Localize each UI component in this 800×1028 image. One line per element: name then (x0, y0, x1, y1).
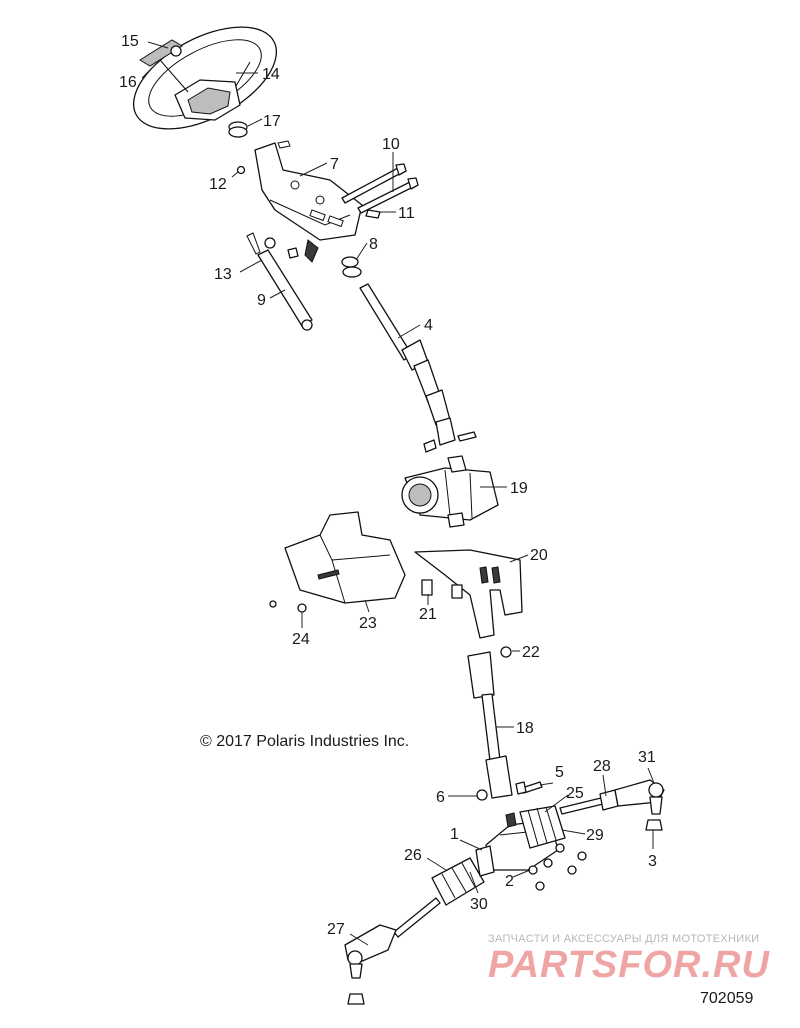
callout-10: 10 (382, 136, 400, 153)
callout-11: 11 (398, 205, 415, 222)
callout-14: 14 (262, 66, 280, 83)
castle-nut-left[interactable] (347, 993, 365, 1005)
bolt-washer[interactable] (365, 209, 381, 219)
shaft-bolt[interactable] (423, 431, 477, 453)
steering-column-bracket[interactable] (254, 142, 363, 263)
callout-20: 20 (530, 547, 548, 564)
gas-strut[interactable] (246, 232, 313, 331)
callout-2: 2 (505, 873, 514, 890)
long-bolt[interactable] (341, 163, 419, 214)
watermark-subtitle: ЗАПЧАСТИ И АКСЕССУАРЫ ДЛЯ МОТОТЕХНИКИ (488, 933, 760, 945)
rack-boot-right[interactable] (519, 805, 566, 849)
callout-31: 31 (638, 749, 656, 766)
callout-6: 6 (436, 789, 445, 806)
callout-7: 7 (330, 156, 339, 173)
callout-16: 16 (119, 74, 137, 91)
callout-18: 18 (516, 720, 534, 737)
callout-29: 29 (586, 827, 604, 844)
strut-fitting[interactable] (264, 237, 299, 259)
mount-bolt[interactable] (421, 579, 463, 599)
callout-26: 26 (404, 847, 422, 864)
steering-wheel[interactable] (117, 6, 292, 150)
pinch-bolt[interactable] (515, 781, 543, 795)
callout-13: 13 (214, 266, 232, 283)
callout-12: 12 (209, 176, 227, 193)
callout-3: 3 (648, 853, 657, 870)
o-ring[interactable] (341, 256, 362, 278)
callout-21: 21 (419, 606, 437, 623)
callout-30: 30 (470, 896, 488, 913)
bracket-bolt-small[interactable] (236, 140, 291, 175)
wheel-nut[interactable] (170, 45, 182, 57)
tie-rod-left[interactable] (393, 897, 441, 938)
callout-19: 19 (510, 480, 528, 497)
callout-24: 24 (292, 631, 310, 648)
callout-5: 5 (555, 764, 564, 781)
tie-rod-end-right[interactable] (614, 779, 665, 815)
rack-mount-nuts[interactable] (528, 843, 587, 891)
callout-1: 1 (450, 826, 459, 843)
upper-steering-shaft[interactable] (359, 283, 456, 446)
callout-15: 15 (121, 33, 139, 50)
callout-labels: 15 16 14 17 7 12 10 11 8 13 9 4 19 20 21… (119, 33, 657, 938)
boot-clamp[interactable] (475, 845, 495, 877)
diagram-number: 702059 (700, 990, 754, 1007)
flange-nut[interactable] (500, 646, 512, 658)
callout-23: 23 (359, 615, 377, 632)
rack-boot-left[interactable] (431, 857, 485, 906)
copyright-notice: © 2017 Polaris Industries Inc. (200, 733, 410, 750)
rack-top-fitting[interactable] (505, 812, 517, 828)
cover-fastener[interactable] (269, 600, 307, 613)
tie-rod-right[interactable] (559, 789, 619, 815)
callout-4: 4 (424, 317, 433, 334)
callout-27: 27 (327, 921, 345, 938)
steering-bushing[interactable] (228, 121, 248, 138)
callout-17: 17 (263, 113, 281, 130)
power-steering-unit[interactable] (401, 455, 499, 528)
tie-rod-end-left[interactable] (344, 924, 397, 979)
callout-28: 28 (593, 758, 611, 775)
callout-22: 22 (522, 644, 540, 661)
steering-cover[interactable] (284, 511, 406, 604)
callout-25: 25 (566, 785, 584, 802)
leader-lines (141, 41, 655, 946)
castle-nut-right[interactable] (645, 819, 663, 831)
wheel-emblem[interactable] (139, 39, 183, 67)
lower-steering-shaft[interactable] (467, 651, 513, 799)
pinch-nut[interactable] (476, 789, 488, 801)
callout-8: 8 (369, 236, 378, 253)
watermark-brand: PARTSFOR.RU (488, 944, 770, 986)
mount-bracket[interactable] (414, 549, 523, 639)
callout-9: 9 (257, 292, 266, 309)
